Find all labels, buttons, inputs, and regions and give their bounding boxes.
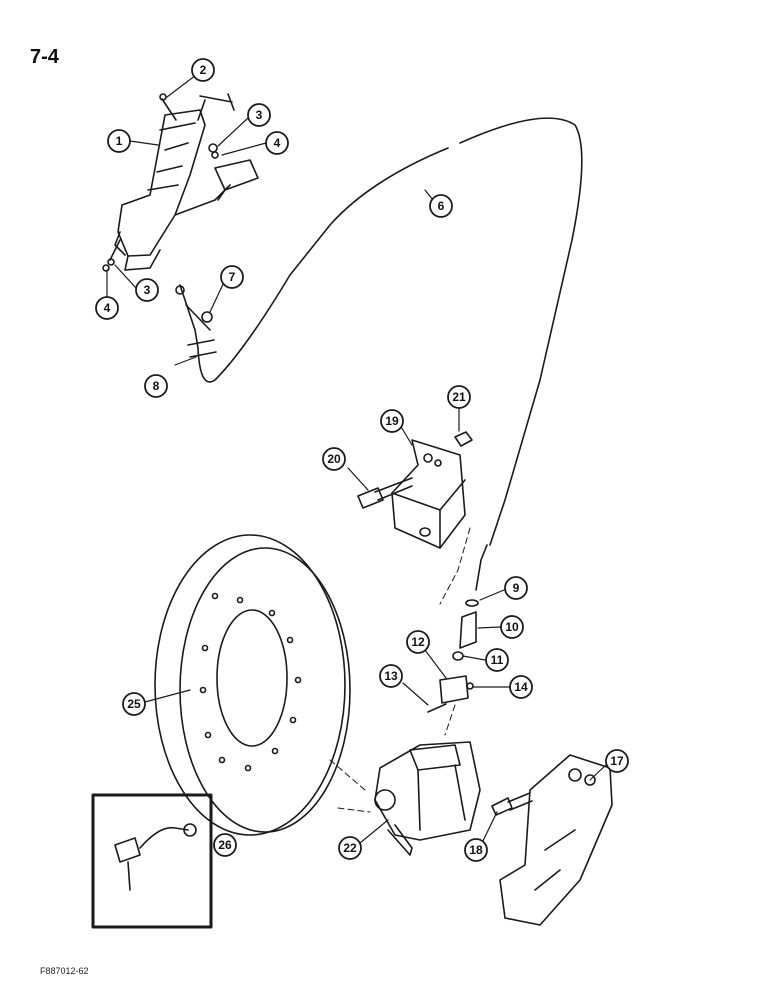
callout: 1 bbox=[107, 129, 131, 153]
callout: 21 bbox=[447, 385, 471, 409]
callout: 18 bbox=[464, 838, 488, 862]
brake-pedal-assembly bbox=[102, 93, 259, 272]
callout-label: 11 bbox=[491, 653, 504, 667]
cable-end-hardware bbox=[427, 599, 479, 713]
callout-label: 4 bbox=[104, 301, 111, 315]
callout: 17 bbox=[605, 749, 629, 773]
callout: 7 bbox=[220, 265, 244, 289]
callout: 2 bbox=[191, 58, 215, 82]
callout: 4 bbox=[95, 296, 119, 320]
callout-labels: 1 2 3 4 3 4 6 7 8 21 19 20 9 10 11 12 13… bbox=[95, 58, 629, 862]
callout-label: 4 bbox=[274, 136, 281, 150]
callout: 25 bbox=[122, 692, 146, 716]
callout-label: 26 bbox=[218, 838, 232, 852]
callout-label: 20 bbox=[327, 452, 341, 466]
callout: 22 bbox=[338, 836, 362, 860]
callout: 6 bbox=[429, 194, 453, 218]
bolt-and-nut bbox=[357, 431, 473, 509]
callout-label: 7 bbox=[229, 270, 236, 284]
brake-cable bbox=[175, 117, 583, 591]
callout: 8 bbox=[144, 374, 168, 398]
callout-label: 25 bbox=[127, 697, 141, 711]
callout: 26 bbox=[213, 833, 237, 857]
caliper-bolt bbox=[491, 792, 533, 816]
callout: 20 bbox=[322, 447, 346, 471]
callout: 3 bbox=[135, 278, 159, 302]
callout-label: 17 bbox=[610, 754, 624, 768]
callout: 19 bbox=[380, 409, 404, 433]
callout-label: 9 bbox=[513, 581, 520, 595]
callout-label: 14 bbox=[514, 680, 528, 694]
page-number: 7-4 bbox=[30, 46, 59, 68]
callout-label: 18 bbox=[469, 843, 483, 857]
callout-label: 3 bbox=[144, 283, 151, 297]
callout-label: 21 bbox=[452, 390, 466, 404]
callout-label: 6 bbox=[438, 199, 445, 213]
callout-label: 19 bbox=[385, 414, 399, 428]
callout-label: 1 bbox=[116, 134, 123, 148]
inset-brake-switch bbox=[91, 793, 213, 929]
callout: 4 bbox=[265, 131, 289, 155]
callout-label: 12 bbox=[411, 635, 425, 649]
brake-disc bbox=[154, 534, 351, 836]
callout-label: 13 bbox=[384, 669, 398, 683]
figure-code: F887012-62 bbox=[40, 966, 89, 976]
caliper-mount-bracket bbox=[499, 754, 613, 926]
callout-label: 3 bbox=[256, 108, 263, 122]
callout-label: 22 bbox=[343, 841, 357, 855]
callout: 13 bbox=[379, 664, 403, 688]
caliper-assembly bbox=[374, 741, 481, 856]
callout: 10 bbox=[500, 615, 524, 639]
mounting-bracket bbox=[391, 439, 466, 549]
callout-label: 10 bbox=[505, 620, 519, 634]
callout: 3 bbox=[247, 103, 271, 127]
callout-label: 2 bbox=[200, 63, 207, 77]
callout: 12 bbox=[406, 630, 430, 654]
callout-label: 8 bbox=[153, 379, 160, 393]
callout: 11 bbox=[485, 648, 509, 672]
callout: 14 bbox=[509, 675, 533, 699]
callout: 9 bbox=[504, 576, 528, 600]
